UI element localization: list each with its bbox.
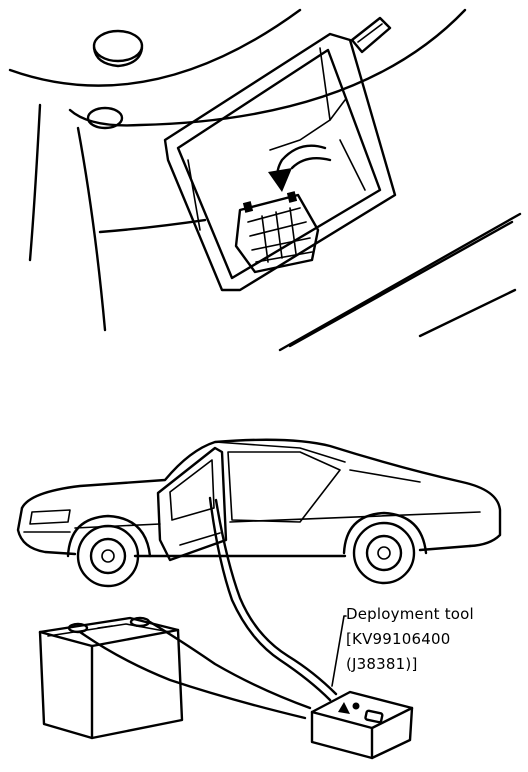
callout-line-1: Deployment tool: [346, 605, 474, 623]
callout-leader: [331, 615, 347, 687]
front-wheel-icon: [66, 514, 152, 588]
top-panel-view: [8, 8, 522, 352]
trim-clip-icon: [92, 29, 144, 68]
airbag-connector-icon: [234, 191, 320, 274]
deployment-tool-callout: Deployment tool [KV99106400 (J38381)]: [346, 602, 526, 677]
callout-line-2: [KV99106400: [346, 630, 451, 648]
rear-wheel-icon: [342, 511, 428, 585]
trim-clip-icon: [86, 106, 124, 130]
car-icon: [16, 438, 502, 588]
removal-arrow-icon: [268, 144, 332, 192]
slot-icon: [350, 16, 392, 54]
deployment-harness: [208, 496, 338, 702]
battery-icon: [38, 616, 312, 740]
callout-line-3: (J38381)]: [346, 655, 418, 673]
deployment-tool-icon: [310, 690, 414, 760]
